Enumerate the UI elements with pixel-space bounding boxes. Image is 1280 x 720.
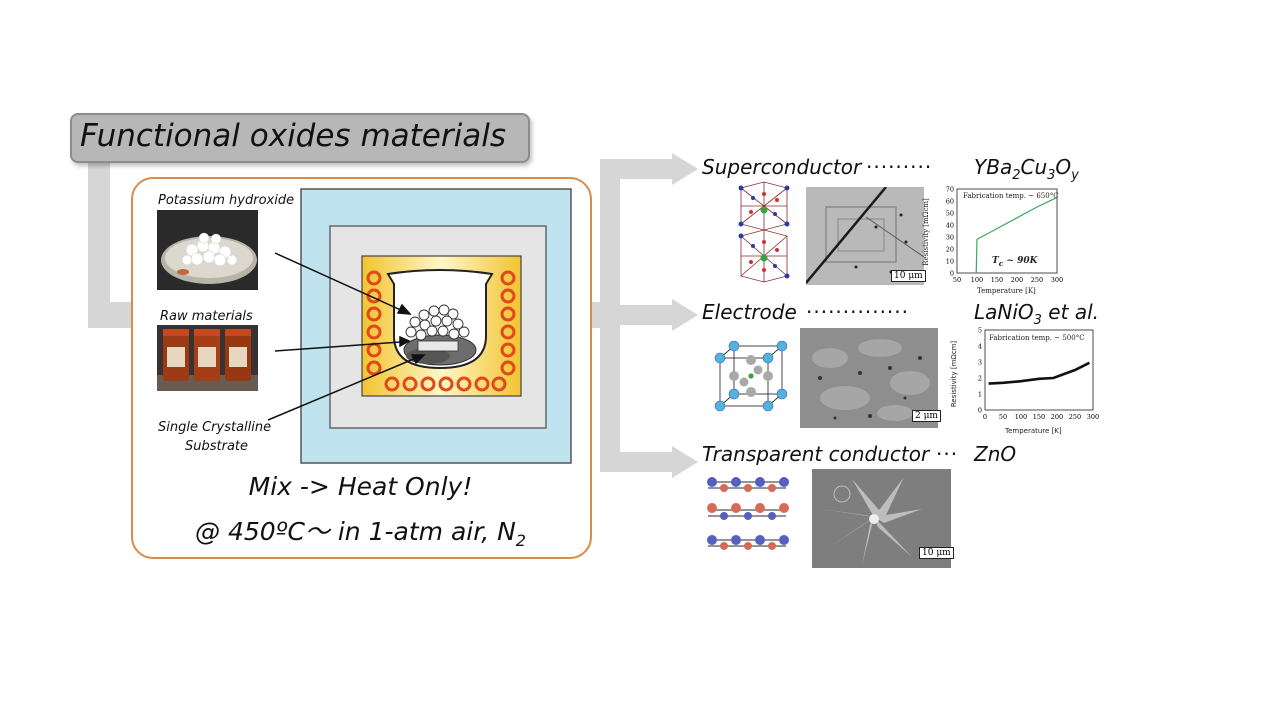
chart-x-tick-label: 300 xyxy=(1051,276,1063,284)
chart-x-tick-label: 150 xyxy=(991,276,1003,284)
transparent-conductor-dots: ··· xyxy=(936,442,959,466)
substrate-label-line2: Substrate xyxy=(185,439,249,454)
transparent-conductor-formula: ZnO xyxy=(974,442,1017,466)
zno-scale-bar: 10 μm xyxy=(919,547,954,559)
superconductor-formula: YBa2Cu3Oy xyxy=(974,155,1079,183)
graph2-note: Fabrication temp. ~ 500°C xyxy=(989,334,1085,342)
chart-y-tick-label: 30 xyxy=(946,234,954,242)
graph1-tc-label: Tc ~ 90K xyxy=(992,256,1038,268)
potassium-hydroxide-label: Potassium hydroxide xyxy=(158,193,295,208)
raw-materials-label: Raw materials xyxy=(160,309,253,324)
graph1-note: Fabrication temp. ~ 650°C xyxy=(963,192,1059,200)
superconductor-scale-bar: 10 μm xyxy=(891,270,926,282)
chart-y-tick-label: 60 xyxy=(946,198,954,206)
chart-x-tick-label: 200 xyxy=(1011,276,1023,284)
superconductor-dots: ········· xyxy=(866,155,933,179)
chart-y-tick-label: 10 xyxy=(946,258,954,266)
substrate-label-line1: Single Crystalline xyxy=(158,420,272,435)
ybco-crystal-structure xyxy=(738,181,790,283)
graph2-ylabel: Resistivity [mΩcm] xyxy=(950,340,959,408)
graph1-ylabel: Resistivity [mΩcm] xyxy=(921,198,930,266)
chart-y-tick-label: 2 xyxy=(978,375,982,383)
chart-series-line xyxy=(988,361,1090,385)
electrode-formula: LaNiO3 et al. xyxy=(974,300,1099,328)
chart-x-tick-label: 150 xyxy=(1033,413,1045,421)
chart-x-tick-label: 0 xyxy=(983,413,987,421)
electrode-scale-bar: 2 μm xyxy=(912,410,941,422)
graph2-xlabel: Temperature [K] xyxy=(1005,427,1062,435)
chart-y-tick-label: 20 xyxy=(946,246,954,254)
page-title: Functional oxides materials xyxy=(80,118,506,154)
transparent-conductor-label: Transparent conductor xyxy=(702,442,930,466)
superconductor-label: Superconductor xyxy=(702,155,862,179)
chart-y-tick-label: 0 xyxy=(978,407,982,415)
chart-x-tick-label: 50 xyxy=(953,276,961,284)
lanio3-crystal-structure xyxy=(714,340,788,412)
chart-x-tick-label: 50 xyxy=(999,413,1007,421)
chart-x-tick-label: 100 xyxy=(971,276,983,284)
chart-series-line xyxy=(975,196,1058,274)
chart-y-tick-label: 1 xyxy=(978,391,982,399)
mix-heat-text: Mix -> Heat Only! xyxy=(248,472,473,501)
furnace-diagram xyxy=(300,188,572,464)
potassium-hydroxide-photo xyxy=(157,210,258,290)
electrode-dots: ·············· xyxy=(806,300,910,324)
conditions-text: @ 450ºC～ in 1-atm air, N2 xyxy=(195,517,526,550)
electrode-label: Electrode xyxy=(702,300,797,324)
chart-y-tick-label: 0 xyxy=(950,270,954,278)
chart-y-tick-label: 40 xyxy=(946,222,954,230)
chart-x-tick-label: 200 xyxy=(1051,413,1063,421)
chart-x-tick-label: 250 xyxy=(1031,276,1043,284)
chart-y-tick-label: 5 xyxy=(978,327,982,335)
chart-y-tick-label: 4 xyxy=(978,343,982,351)
chart-x-tick-label: 250 xyxy=(1069,413,1081,421)
raw-materials-photo xyxy=(157,325,258,391)
chart-y-tick-label: 50 xyxy=(946,210,954,218)
chart-y-tick-label: 70 xyxy=(946,186,954,194)
chart-x-tick-label: 300 xyxy=(1087,413,1099,421)
superconductor-sem-image xyxy=(805,186,925,285)
electrode-sem-image xyxy=(800,328,938,428)
chart-x-tick-label: 100 xyxy=(1015,413,1027,421)
graph1-xlabel: Temperature [K] xyxy=(977,287,1036,295)
zno-crystal-structure xyxy=(707,477,789,550)
chart-y-tick-label: 3 xyxy=(978,359,982,367)
title-box xyxy=(70,113,530,163)
